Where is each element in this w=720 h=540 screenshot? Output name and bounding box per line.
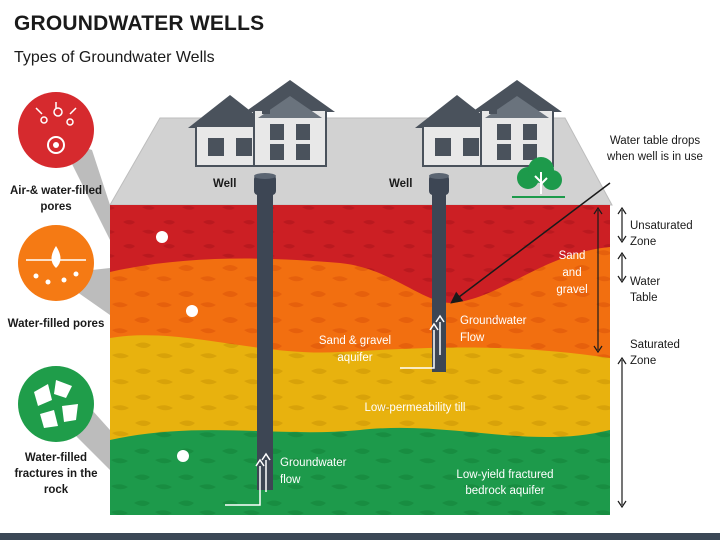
unsaturated-layer (110, 205, 610, 303)
flow-arrows-upper (400, 314, 445, 369)
footer-bar (0, 533, 720, 540)
fractures-icon (18, 366, 94, 442)
well-left-pipe (254, 173, 276, 490)
page-title: GROUNDWATER WELLS (14, 12, 265, 35)
low-permeability-label: Low-permeability till (364, 402, 466, 414)
house-right-icon (415, 80, 562, 167)
marker-dot-red (156, 231, 168, 243)
page-subtitle: Types of Groundwater Wells (14, 49, 215, 66)
unsaturated-zone-label: Unsaturated Zone (630, 220, 693, 248)
flow-arrows-lower (225, 452, 271, 506)
sand-gravel-aquifer-label: Sand & gravel aquifer (318, 335, 392, 364)
air-water-pores-icon (18, 92, 94, 168)
groundwater-flow-upper-label: Groundwater Flow (460, 315, 527, 344)
sand-gravel-layer (110, 245, 610, 358)
water-pores-icon (18, 225, 94, 301)
well-left-label: Well (213, 178, 237, 190)
callout-text: Water table drops when well is in use (607, 135, 703, 163)
icon-label-fractures: Water-filled fractures in the rock (14, 452, 98, 496)
callout-arrow (450, 182, 611, 304)
saturated-zone-label: Saturated Zone (630, 339, 680, 367)
zone-arrows (593, 206, 627, 509)
icon-label-water-pores: Water-filled pores (7, 318, 105, 330)
house-left-icon (188, 80, 335, 167)
marker-dot-orange (186, 305, 198, 317)
tree-icon (512, 157, 565, 198)
bedrock-label: Low-yield fractured bedrock aquifer (456, 469, 554, 497)
till-layer (110, 332, 610, 440)
connector-red (60, 140, 110, 240)
marker-dot-green (177, 450, 189, 462)
sand-gravel-label: Sand and gravel (556, 250, 588, 296)
groundwater-flow-lower-label: Groundwater flow (280, 457, 347, 486)
well-right-pipe (429, 173, 449, 372)
water-table-label: Water Table (630, 276, 661, 304)
well-right-label: Well (389, 178, 413, 190)
icon-label-air-water: Air-& water-filled pores (9, 185, 102, 213)
